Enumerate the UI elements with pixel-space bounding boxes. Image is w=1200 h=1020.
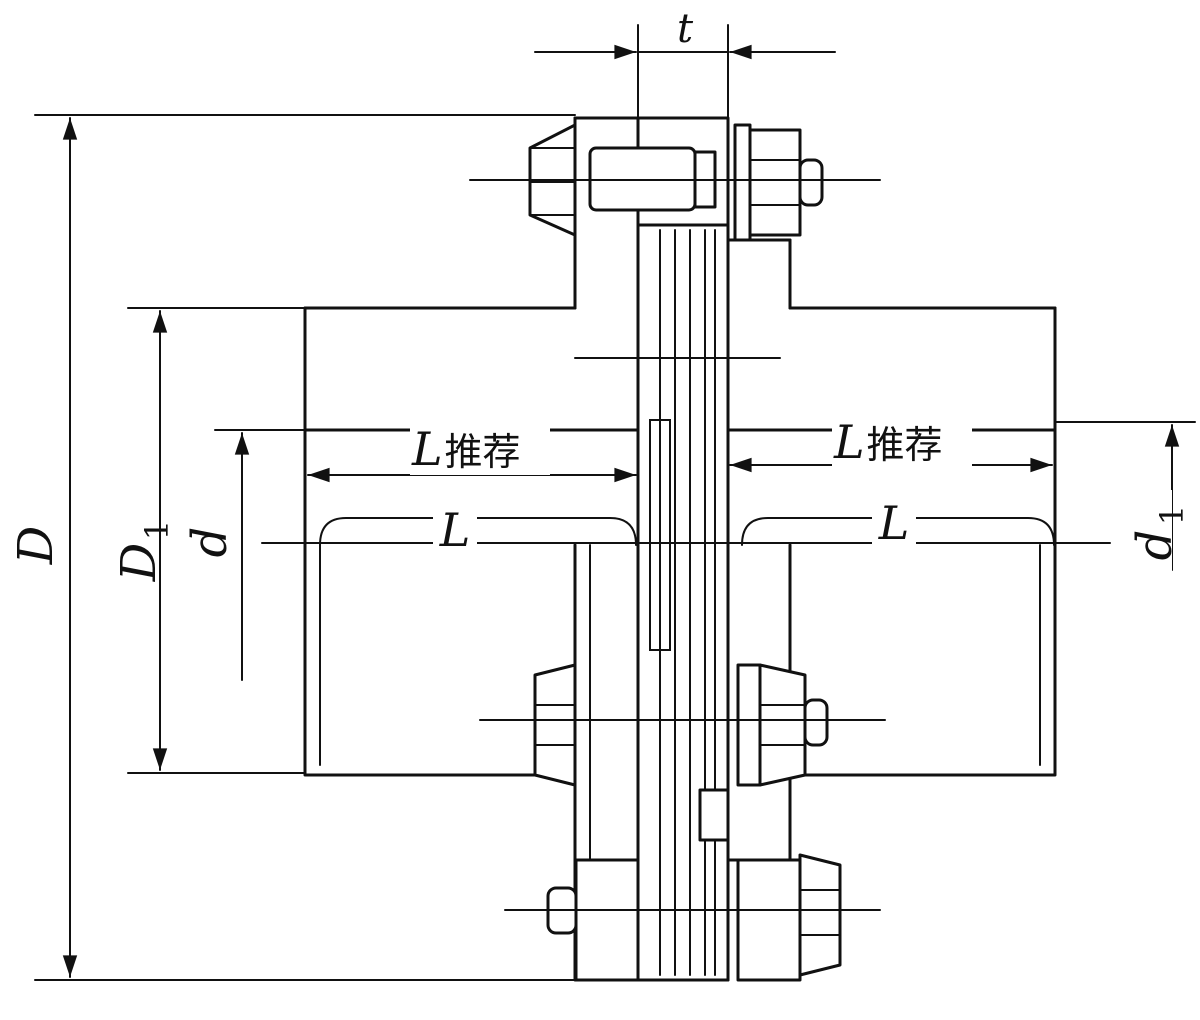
bottom-bolt: [546, 853, 842, 982]
center-lines: [261, 179, 1111, 911]
extension-lines: [34, 24, 1196, 981]
label-d1: d 1: [1127, 505, 1191, 561]
svg-text:1: 1: [1153, 505, 1191, 525]
middle-bolt: [533, 663, 829, 787]
label-D: D: [8, 526, 64, 565]
label-t: t: [677, 6, 694, 52]
left-hub-section: [303, 116, 640, 432]
label-D1: D 1: [111, 520, 176, 582]
right-hub-section: [726, 238, 1057, 432]
label-L-left: L: [439, 503, 471, 557]
svg-text:d: d: [1127, 530, 1183, 561]
svg-text:1: 1: [138, 520, 176, 540]
disc-pack: [636, 223, 730, 982]
label-L-recommended-right: L推荐: [833, 415, 943, 469]
svg-text:D: D: [111, 543, 167, 582]
label-L-right: L: [878, 496, 910, 550]
label-L-recommended-left: L推荐: [411, 422, 521, 476]
label-d: d: [182, 527, 238, 558]
